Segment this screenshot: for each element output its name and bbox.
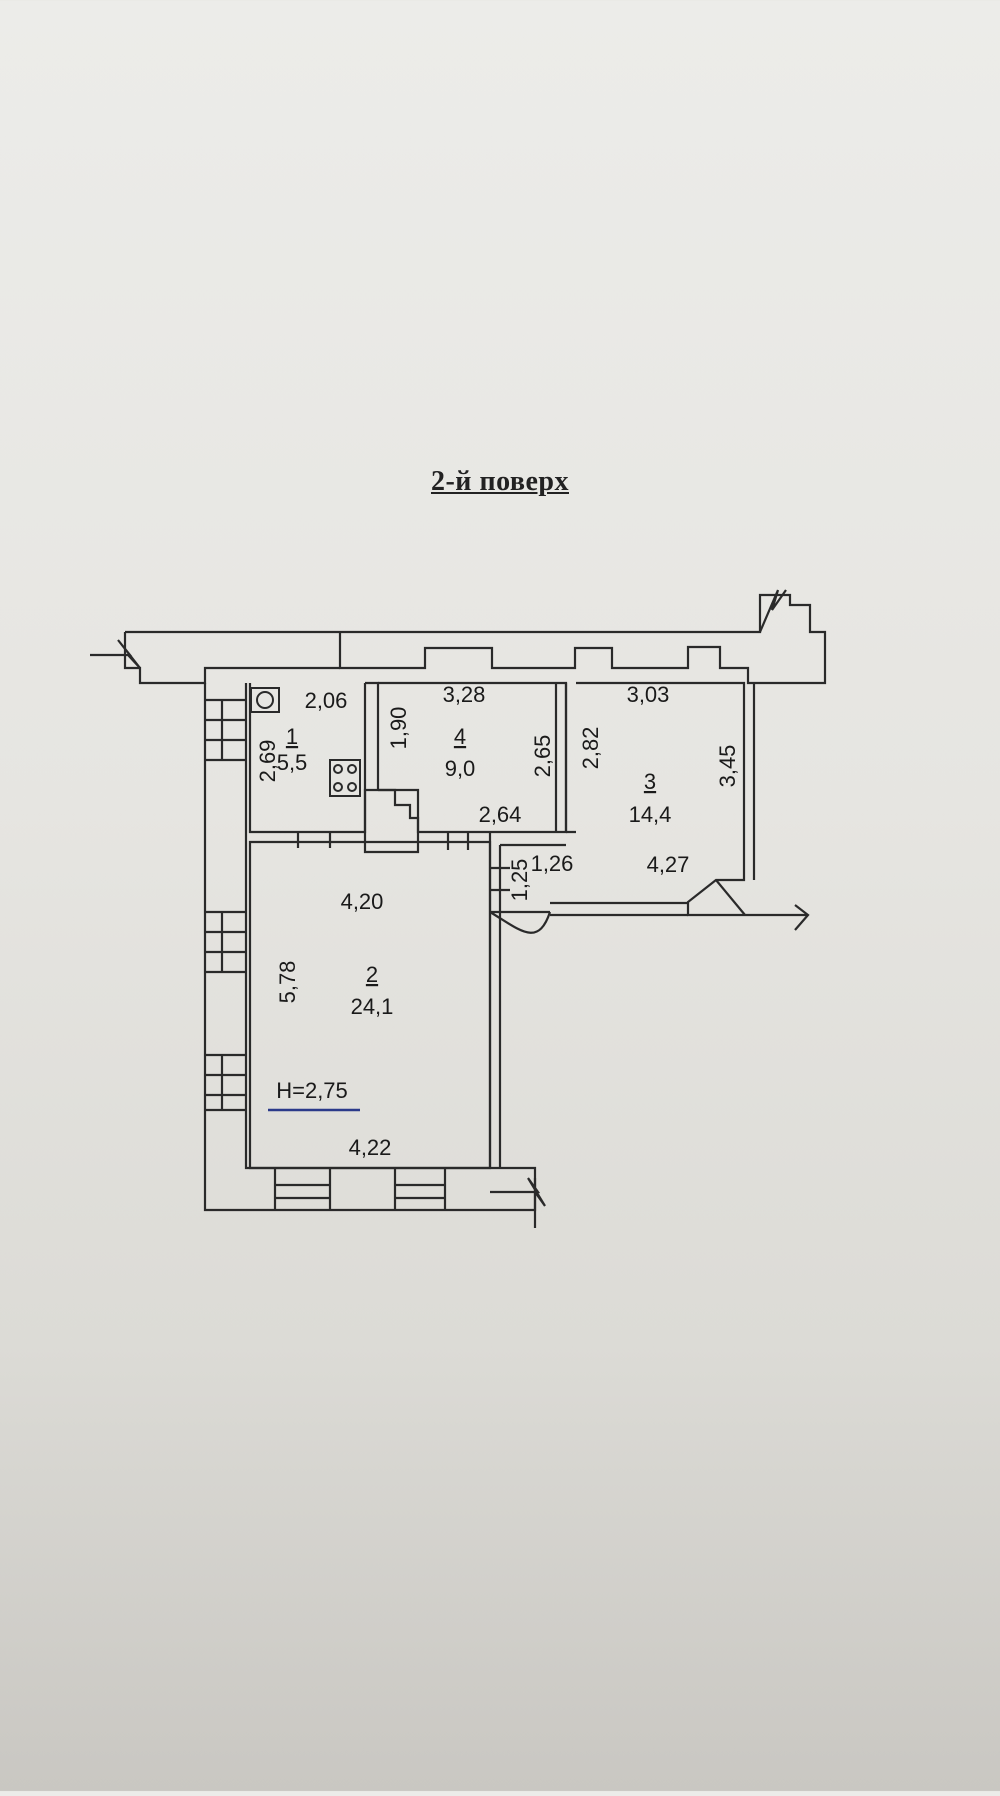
dim-r3-bottom: 4,27 xyxy=(647,852,690,877)
room-3-walls xyxy=(576,681,760,917)
door-r4-corridor xyxy=(446,832,470,850)
window-bottom-2 xyxy=(393,1168,447,1210)
dim-r3-right: 3,45 xyxy=(715,745,740,788)
room-3-number: 3 xyxy=(644,769,656,794)
dim-r4-right: 2,65 xyxy=(530,735,555,778)
dim-r4-top: 3,28 xyxy=(443,682,486,707)
dim-r3-left: 2,82 xyxy=(578,727,603,770)
room-3-area: 14,4 xyxy=(629,802,672,827)
stair-block xyxy=(363,788,420,854)
outer-wall-top xyxy=(125,593,827,685)
room-1-partition xyxy=(365,681,380,790)
break-left xyxy=(90,639,141,669)
corridor-corner xyxy=(489,910,552,934)
dim-corridor-height: 1,25 xyxy=(507,859,532,902)
room-1-number: 1 xyxy=(286,724,298,749)
stove-icon xyxy=(329,759,361,797)
window-left-2 xyxy=(205,910,246,974)
window-left-3 xyxy=(205,1053,246,1112)
corridor-walls xyxy=(488,830,576,1168)
washbasin-icon xyxy=(250,687,280,713)
wall-r4-r3 xyxy=(554,683,568,832)
room-3-bottom xyxy=(550,901,688,917)
window-bottom-1 xyxy=(273,1168,332,1210)
dim-r1-top: 2,06 xyxy=(305,688,348,713)
dim-r2-top: 4,20 xyxy=(341,889,384,914)
dim-corridor-width: 1,26 xyxy=(531,851,574,876)
room-2-number: 2 xyxy=(366,962,378,987)
window-left-1 xyxy=(205,698,246,762)
room-1-area: 5,5 xyxy=(277,750,308,775)
dim-r1-left: 2,69 xyxy=(255,740,280,783)
dim-r2-left: 5,78 xyxy=(275,961,300,1004)
dim-r2-bottom: 4,22 xyxy=(349,1135,392,1160)
room-4-walls xyxy=(378,681,568,834)
break-top-right xyxy=(758,589,787,633)
ceiling-height: H=2,75 xyxy=(276,1078,348,1103)
corridor-door xyxy=(490,866,510,892)
room-2-area: 24,1 xyxy=(351,994,394,1019)
outer-wall-left xyxy=(203,683,537,1212)
dim-r4-left: 1,90 xyxy=(386,707,411,750)
room-1-walls xyxy=(248,683,367,834)
dim-r4-bottom: 2,64 xyxy=(479,802,522,827)
room-4-area: 9,0 xyxy=(445,756,476,781)
room-4-number: 4 xyxy=(454,724,466,749)
room-2-walls xyxy=(248,840,492,1170)
break-bottom xyxy=(490,1177,546,1228)
door-r1-r2 xyxy=(296,832,332,848)
break-right xyxy=(760,904,810,931)
dim-r3-top: 3,03 xyxy=(627,682,670,707)
door-arc-r3 xyxy=(715,879,746,916)
outer-wall-top-lower xyxy=(123,632,340,685)
floor-title: 2-й поверх xyxy=(430,466,569,497)
